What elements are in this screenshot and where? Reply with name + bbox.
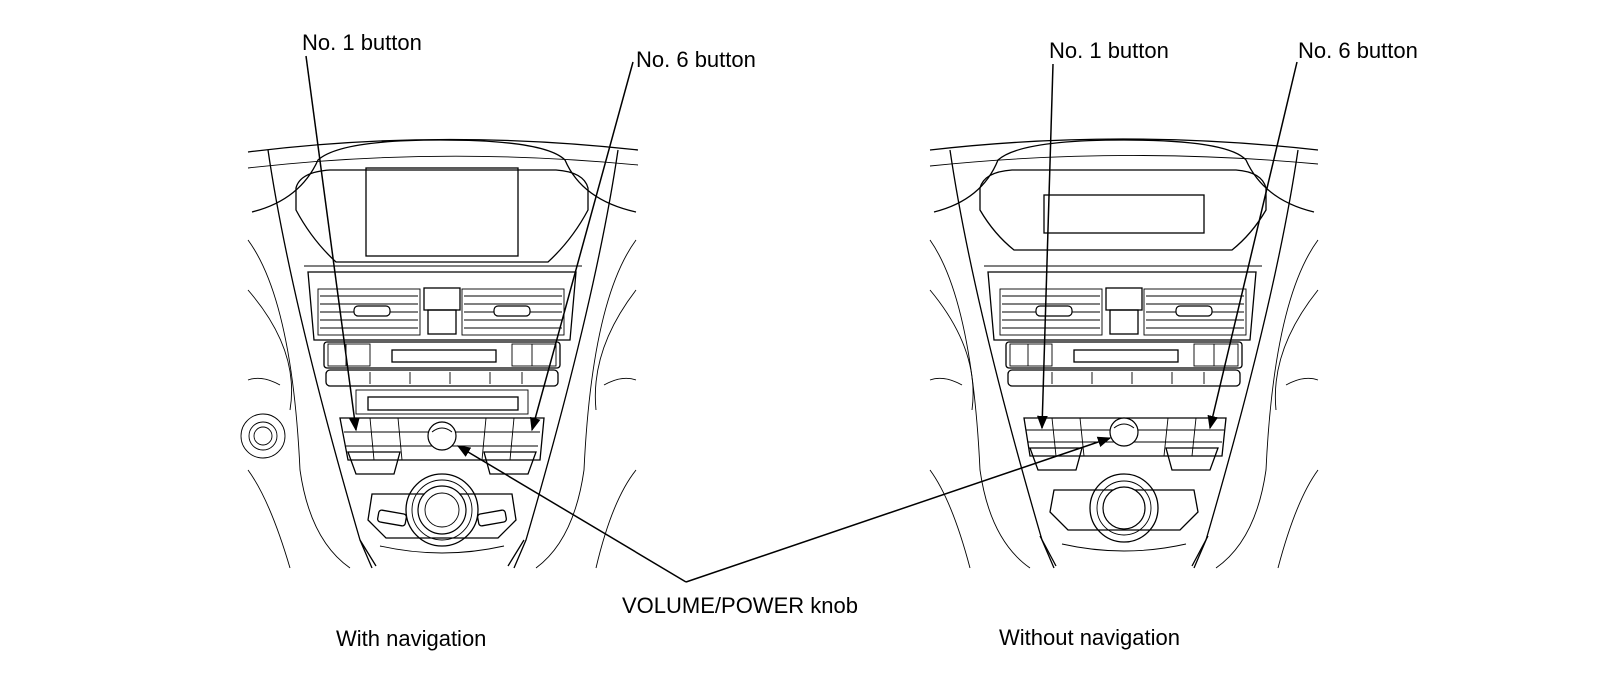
audio-display [1043,194,1205,234]
right-no6-button-label: No. 6 button [1298,38,1418,63]
left-no1-button-label: No. 1 button [302,30,422,55]
console-with-navigation [240,138,639,569]
volume-power-knob-left [427,421,457,451]
volume-power-knob-label: VOLUME/POWER knob [622,593,858,618]
hazard-button [427,309,457,335]
climate-dial [1089,473,1159,543]
caption-with-navigation: With navigation [336,626,487,651]
right-no1-button-label: No. 1 button [1049,38,1169,63]
hazard-button-right [1109,309,1139,335]
side-vent-left [240,413,286,459]
leader-lines [305,55,1298,583]
interface-dial [405,473,479,547]
caption-without-navigation: Without navigation [999,625,1180,650]
left-no6-button-label: No. 6 button [636,47,756,72]
volume-power-knob-right [1109,417,1139,447]
console-without-navigation [929,138,1319,569]
navigation-screen [365,167,519,257]
